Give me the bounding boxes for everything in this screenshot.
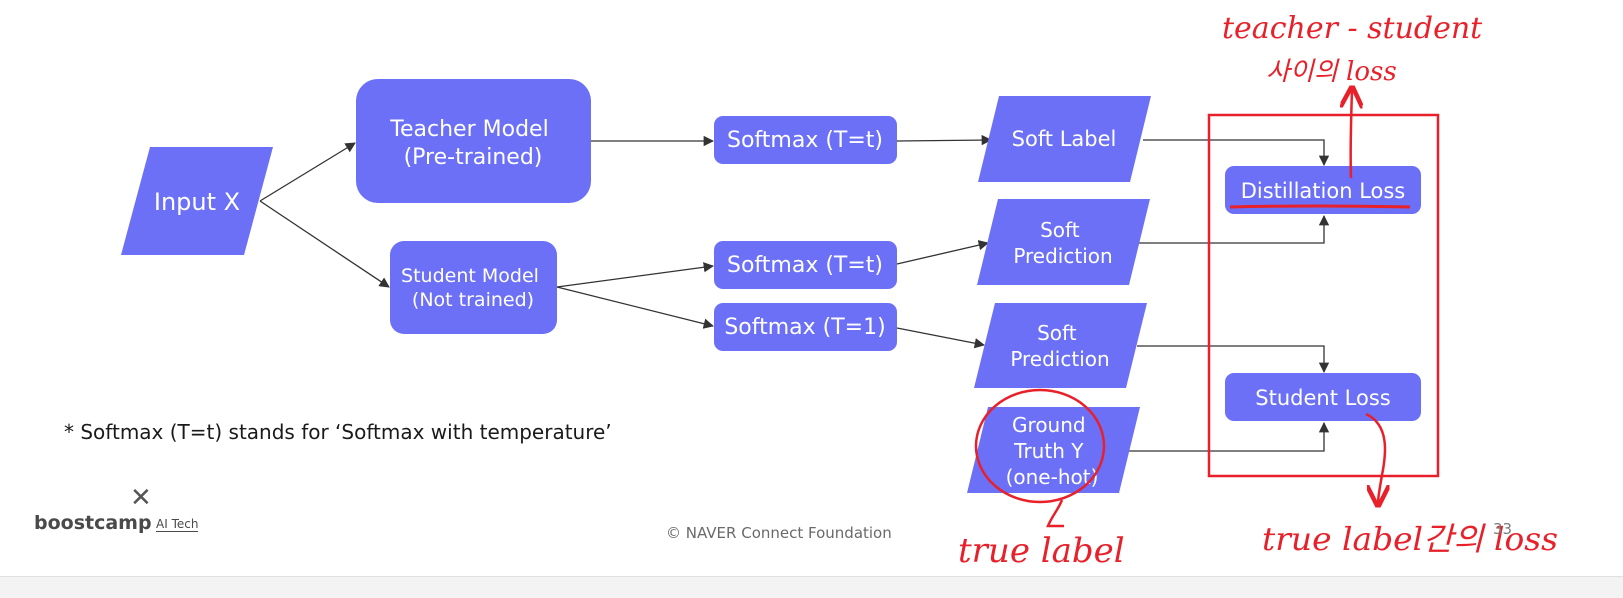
annotation-true-label: true label	[958, 531, 1125, 571]
input-x-label: Input X	[154, 188, 240, 216]
connector-arrows	[259, 134, 1330, 452]
bottom-bar	[0, 576, 1623, 598]
arrow-softmax-t-to-soft-prediction	[896, 240, 990, 265]
arrow-input-to-student	[259, 200, 390, 288]
distillation-loss-underline	[1229, 204, 1411, 209]
softmax-student-t-label: Softmax (T=t)	[727, 253, 883, 278]
ground-truth-pointer	[1046, 499, 1064, 528]
soft-label-node	[978, 96, 1151, 182]
copyright-text: © NAVER Connect Foundation	[666, 524, 892, 542]
softmax-student-1-label: Softmax (T=1)	[724, 315, 885, 340]
student-model-label: Student Model (Not trained)	[401, 265, 545, 311]
arrow-softmax-1-to-soft-prediction	[896, 327, 986, 349]
arrow-student-to-softmax-t	[556, 262, 715, 288]
soft-prediction-t-label: Soft Prediction	[1013, 218, 1112, 268]
soft-prediction-1-node	[974, 303, 1147, 388]
logo-subtitle: AI Tech	[156, 517, 199, 532]
footnote: * Softmax (T=t) stands for ‘Softmax with…	[64, 420, 612, 444]
page-number: 33	[1493, 520, 1513, 538]
distillation-loss-arrow	[1351, 90, 1352, 179]
ground-truth-label: Ground Truth Y (one-hot)	[1006, 413, 1099, 489]
distillation-loss-label: Distillation Loss	[1241, 179, 1406, 203]
student-model-node	[390, 241, 557, 334]
student-loss-arrow	[1365, 412, 1385, 503]
teacher-model-node	[356, 79, 591, 203]
distillation-loss-node	[1225, 166, 1421, 214]
annotation-teacher-student: teacher - student	[1222, 11, 1483, 46]
ground-truth-circle	[974, 388, 1106, 504]
arrow-student-to-softmax-1	[556, 286, 715, 329]
soft-label-label: Soft Label	[1012, 127, 1117, 151]
arrow-soft-prediction-to-distillation	[1139, 214, 1330, 244]
softmax-student-t-node	[714, 241, 897, 289]
annotation-between-loss: 사이의 loss	[1266, 57, 1397, 87]
student-loss-node	[1225, 373, 1421, 421]
arrow-softmax-to-soft-label	[896, 134, 993, 146]
node-shapes	[121, 79, 1421, 493]
input-x-node	[121, 147, 273, 255]
teacher-model-label: Teacher Model (Pre-trained)	[389, 117, 555, 170]
soft-prediction-t-node	[977, 199, 1150, 285]
arrow-input-to-teacher	[259, 142, 356, 202]
loss-group-highlight-box	[1207, 113, 1440, 478]
softmax-student-1-node	[714, 303, 897, 351]
arrow-soft-prediction-to-student-loss	[1137, 345, 1330, 374]
arrow-ground-truth-to-student-loss	[1128, 421, 1330, 452]
softmax-teacher-label: Softmax (T=t)	[727, 128, 883, 153]
arrow-soft-label-to-distillation	[1143, 139, 1330, 167]
annotation-true-label-between-loss: true label간의 loss	[1262, 520, 1558, 558]
student-loss-label: Student Loss	[1255, 386, 1390, 410]
softmax-teacher-node	[714, 116, 897, 164]
logo-name: boostcamp	[34, 512, 152, 534]
node-labels: Input X Teacher Model (Pre-trained) Stud…	[154, 117, 1405, 489]
logo-mark-icon: ✕	[130, 483, 152, 513]
handwritten-annotations: teacher - student 사이의 loss true label tr…	[958, 11, 1558, 571]
soft-prediction-1-label: Soft Prediction	[1010, 321, 1109, 371]
boostcamp-logo: ✕ boostcamp AI Tech	[34, 483, 214, 536]
